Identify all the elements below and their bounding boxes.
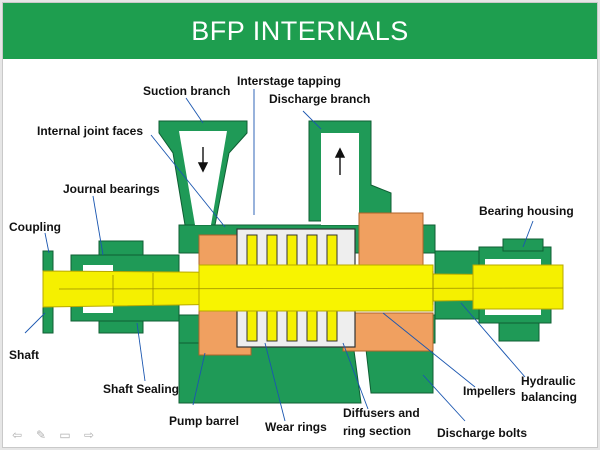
pen-icon[interactable]: ✎ — [35, 428, 47, 442]
label-shaft: Shaft — [9, 348, 39, 362]
label-wear-rings: Wear rings — [265, 420, 327, 434]
labels: Suction branch Interstage tapping Discha… — [9, 74, 577, 440]
label-internal-joint-faces: Internal joint faces — [37, 124, 143, 138]
slide-title: BFP INTERNALS — [191, 15, 409, 46]
label-discharge-branch: Discharge branch — [269, 92, 370, 106]
label-shaft-sealing: Shaft Sealing — [103, 382, 179, 396]
shaft-detail — [58, 271, 564, 305]
label-journal-bearings: Journal bearings — [63, 182, 160, 196]
label-pump-barrel: Pump barrel — [169, 414, 239, 428]
label-coupling: Coupling — [9, 220, 61, 234]
slide-nav-controls: ⇦ ✎ ▭ ⇨ — [9, 429, 97, 441]
label-bearing-housing: Bearing housing — [479, 204, 574, 218]
label-diffusers-line1: Diffusers and — [343, 406, 420, 420]
label-discharge-bolts: Discharge bolts — [437, 426, 527, 440]
flow-arrows — [197, 147, 346, 175]
label-hydraulic-line2: balancing — [521, 390, 577, 404]
title-bar: BFP INTERNALS — [3, 3, 597, 59]
arrow-left-icon[interactable]: ⇦ — [11, 428, 23, 442]
label-suction-branch: Suction branch — [143, 84, 230, 98]
label-hydraulic-line1: Hydraulic — [521, 374, 576, 388]
leader-lines — [24, 89, 534, 422]
menu-icon[interactable]: ▭ — [59, 428, 71, 442]
pump-cross-section-diagram: Suction branch Interstage tapping Discha… — [9, 74, 577, 440]
label-diffusers-line2: ring section — [343, 424, 411, 438]
label-impellers: Impellers — [463, 384, 516, 398]
label-interstage-tapping: Interstage tapping — [237, 74, 341, 88]
arrow-right-icon[interactable]: ⇨ — [83, 428, 95, 442]
